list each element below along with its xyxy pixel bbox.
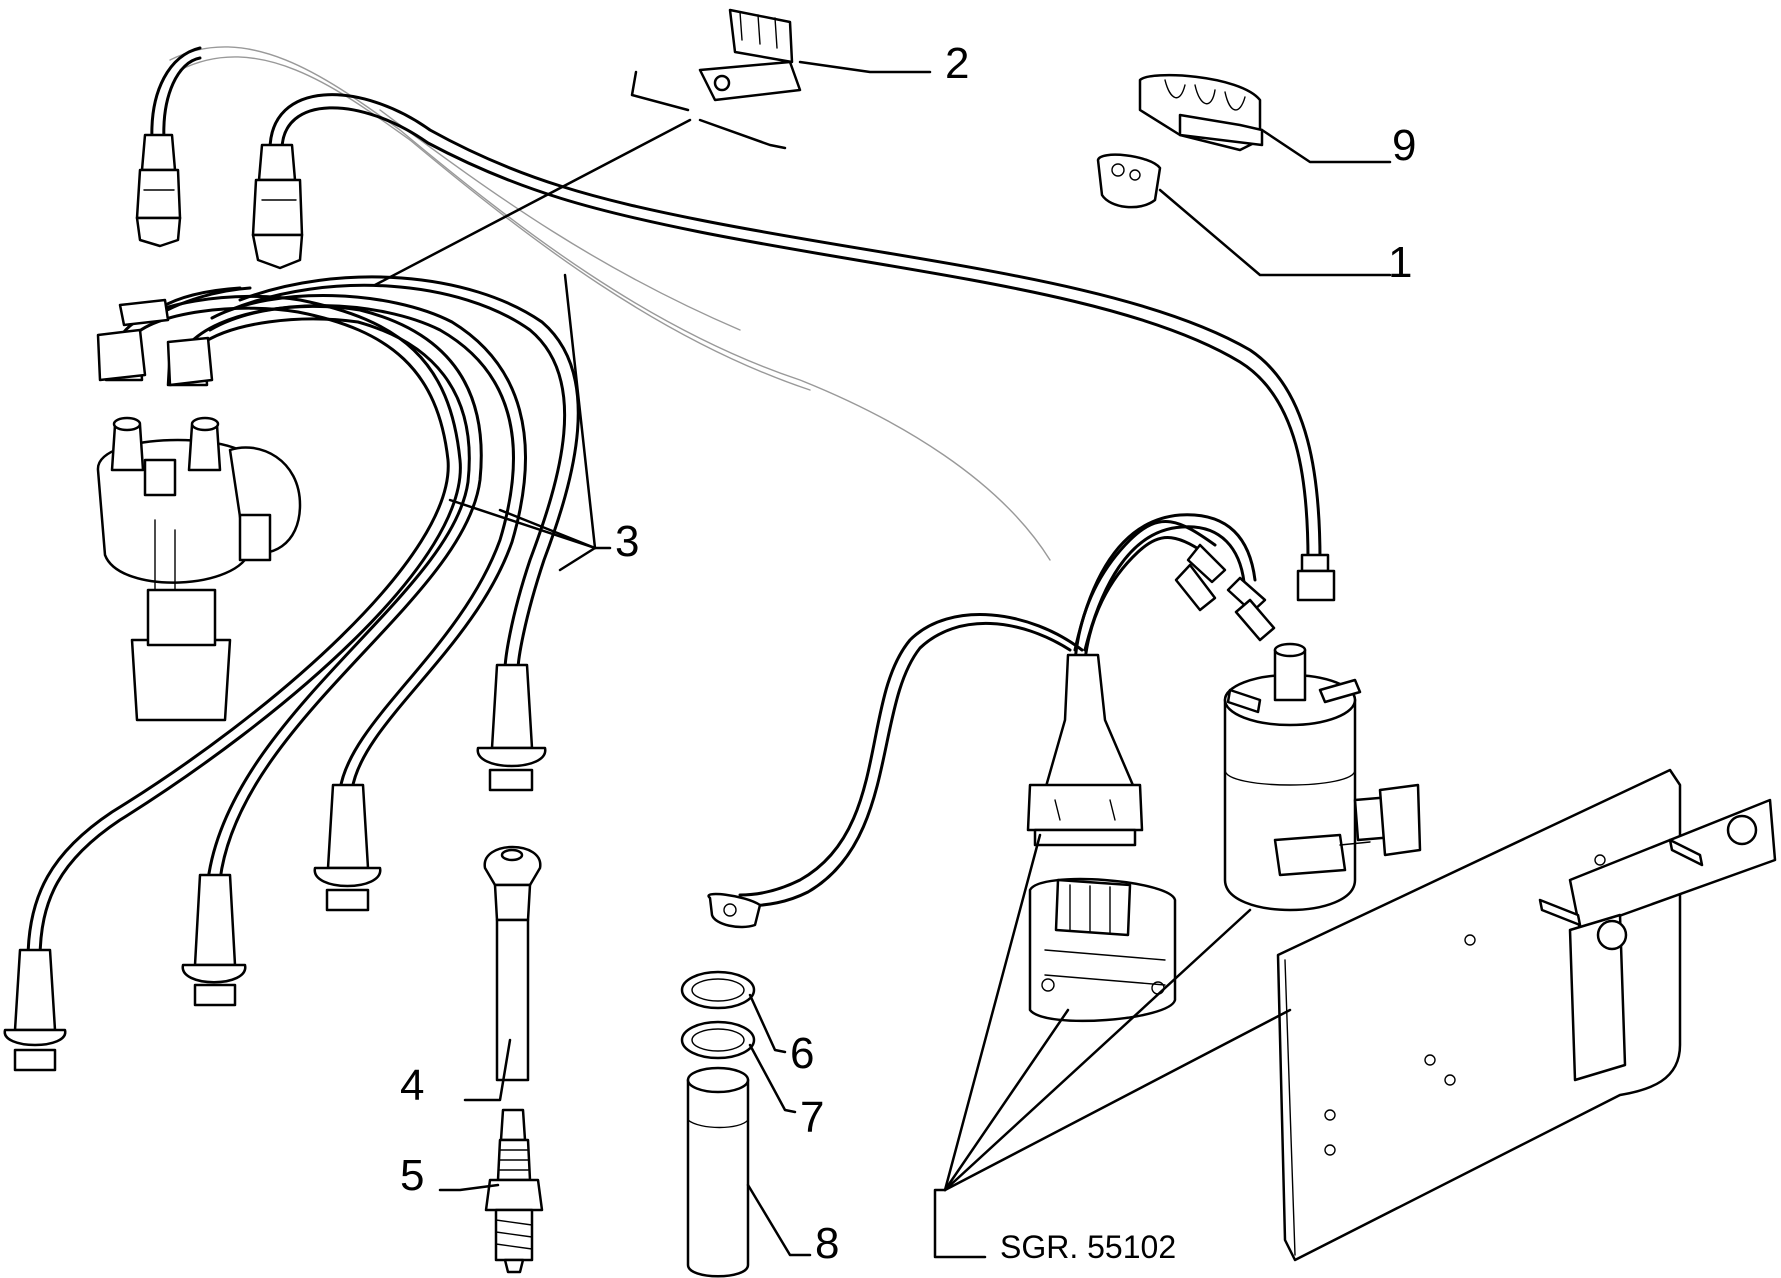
wire-bracket-icon [630,8,802,150]
spark-plug-boot-icon [483,845,542,1082]
spark-plug-icon [484,1108,544,1274]
leader-lines [373,60,1392,1259]
callout-9: 9 [1392,121,1416,170]
coil-ht-lead [268,93,1336,602]
coil-harness [707,513,1276,929]
mounting-plate-icon [1276,768,1777,1262]
diagram-reference-code: SGR. 55102 [1000,1229,1176,1265]
distributor-icon [96,338,302,722]
wire-clip-icons [1096,73,1264,209]
ignition-module-icon [1028,877,1177,1023]
spark-plug-wires [3,275,580,1072]
background-wires [169,46,1051,561]
callout-4: 4 [400,1061,424,1110]
callout-6: 6 [790,1029,814,1078]
sensor-connector-plugs [135,46,304,270]
callout-7: 7 [800,1093,824,1142]
seal-rings-and-tube [680,970,756,1278]
callout-5: 5 [400,1151,424,1200]
callout-8: 8 [815,1219,839,1268]
callout-3: 3 [615,517,639,566]
callout-2: 2 [945,39,969,88]
callout-1: 1 [1388,238,1412,287]
ignition-coil-icon [1223,642,1422,912]
